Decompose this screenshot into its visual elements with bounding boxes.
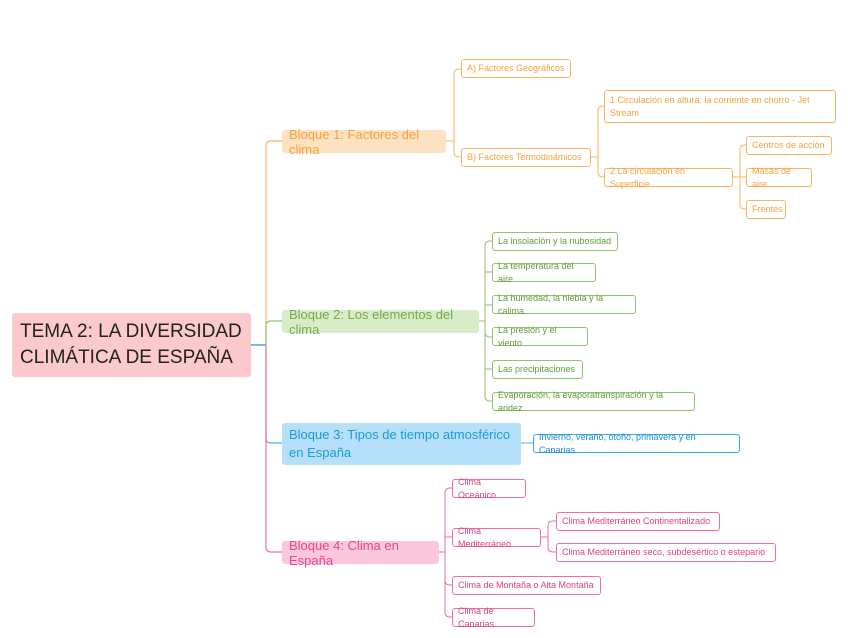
factores-termodinamicos-label: B) Factores Termodinámicos xyxy=(467,152,582,162)
bloque-1-node[interactable]: Bloque 1: Factores del clima xyxy=(282,127,446,157)
bloque-4-label: Bloque 4: Clima en España xyxy=(289,537,399,568)
med-continentalizado-label: Clima Mediterráneo Continentalizado xyxy=(562,516,711,526)
temperatura-node[interactable]: La temperatura del aire xyxy=(492,261,596,284)
circulacion-altura-label: 1 Circulación en altura: la corriente en… xyxy=(610,94,810,118)
masas-aire-node[interactable]: Masas de aire xyxy=(746,166,812,189)
humedad-label: La humedad, la niebla y la calima xyxy=(498,292,604,316)
bloque-4-node[interactable]: Bloque 4: Clima en España xyxy=(282,538,439,568)
med-seco-label: Clima Mediterráneo seco, subdesértico o … xyxy=(562,547,766,557)
bloque-2-node[interactable]: Bloque 2: Los elementos del clima xyxy=(282,307,479,337)
masas-aire-label: Masas de aire xyxy=(752,165,792,189)
bloque-2-label: Bloque 2: Los elementos del clima xyxy=(289,306,454,337)
factores-geograficos-label: A) Factores Geográficos xyxy=(467,63,565,73)
bloque-3-node[interactable]: Bloque 3: Tipos de tiempo atmosférico en… xyxy=(282,423,521,465)
insolacion-node[interactable]: La insolación y la nubosidad xyxy=(492,232,618,251)
evaporacion-node[interactable]: Evaporación, la evaporatranspiración y l… xyxy=(492,390,695,413)
humedad-node[interactable]: La humedad, la niebla y la calima xyxy=(492,293,636,316)
clima-oceanico-node[interactable]: Clima Oceánico xyxy=(452,477,526,500)
circulacion-superficie-label: 2 La circulación en Superficie xyxy=(610,165,686,189)
clima-oceanico-label: Clima Oceánico xyxy=(458,476,497,500)
centros-accion-label: Centros de acción xyxy=(752,140,825,150)
insolacion-label: La insolación y la nubosidad xyxy=(498,236,612,246)
bloque-1-label: Bloque 1: Factores del clima xyxy=(289,126,420,157)
centros-accion-node[interactable]: Centros de acción xyxy=(746,136,832,155)
tipos-tiempo-node[interactable]: Invierno, verano, otoño, primavera y en … xyxy=(533,432,740,455)
clima-mediterraneo-node[interactable]: Clima Mediterráneo xyxy=(452,526,541,549)
frentes-label: Frentes xyxy=(752,204,783,214)
circulacion-superficie-node[interactable]: 2 La circulación en Superficie xyxy=(604,166,733,189)
clima-mediterraneo-label: Clima Mediterráneo xyxy=(458,525,512,549)
presion-node[interactable]: La presión y el viento xyxy=(492,325,588,348)
bloque-3-label: Bloque 3: Tipos de tiempo atmosférico en… xyxy=(289,427,511,460)
factores-geograficos-node[interactable]: A) Factores Geográficos xyxy=(461,59,571,78)
frentes-node[interactable]: Frentes xyxy=(746,200,786,219)
med-seco-node[interactable]: Clima Mediterráneo seco, subdesértico o … xyxy=(556,543,776,562)
clima-montana-label: Clima de Montaña o Alta Montaña xyxy=(458,580,594,590)
precipitaciones-node[interactable]: Las precipitaciones xyxy=(492,360,583,379)
root-topic[interactable]: TEMA 2: LA DIVERSIDAD CLIMÁTICA DE ESPAÑ… xyxy=(12,313,251,377)
evaporacion-label: Evaporación, la evaporatranspiración y l… xyxy=(498,389,664,413)
root-title: TEMA 2: LA DIVERSIDAD CLIMÁTICA DE ESPAÑ… xyxy=(20,321,242,368)
factores-termodinamicos-node[interactable]: B) Factores Termodinámicos xyxy=(461,148,591,167)
temperatura-label: La temperatura del aire xyxy=(498,260,574,284)
circulacion-altura-node[interactable]: 1 Circulación en altura: la corriente en… xyxy=(604,90,836,123)
clima-canarias-label: Clima de Canarias xyxy=(458,605,495,629)
clima-montana-node[interactable]: Clima de Montaña o Alta Montaña xyxy=(452,576,601,595)
precipitaciones-label: Las precipitaciones xyxy=(498,364,576,374)
tipos-tiempo-label: Invierno, verano, otoño, primavera y en … xyxy=(539,431,696,455)
clima-canarias-node[interactable]: Clima de Canarias xyxy=(452,606,535,629)
med-continentalizado-node[interactable]: Clima Mediterráneo Continentalizado xyxy=(556,512,720,531)
presion-label: La presión y el viento xyxy=(498,324,557,348)
